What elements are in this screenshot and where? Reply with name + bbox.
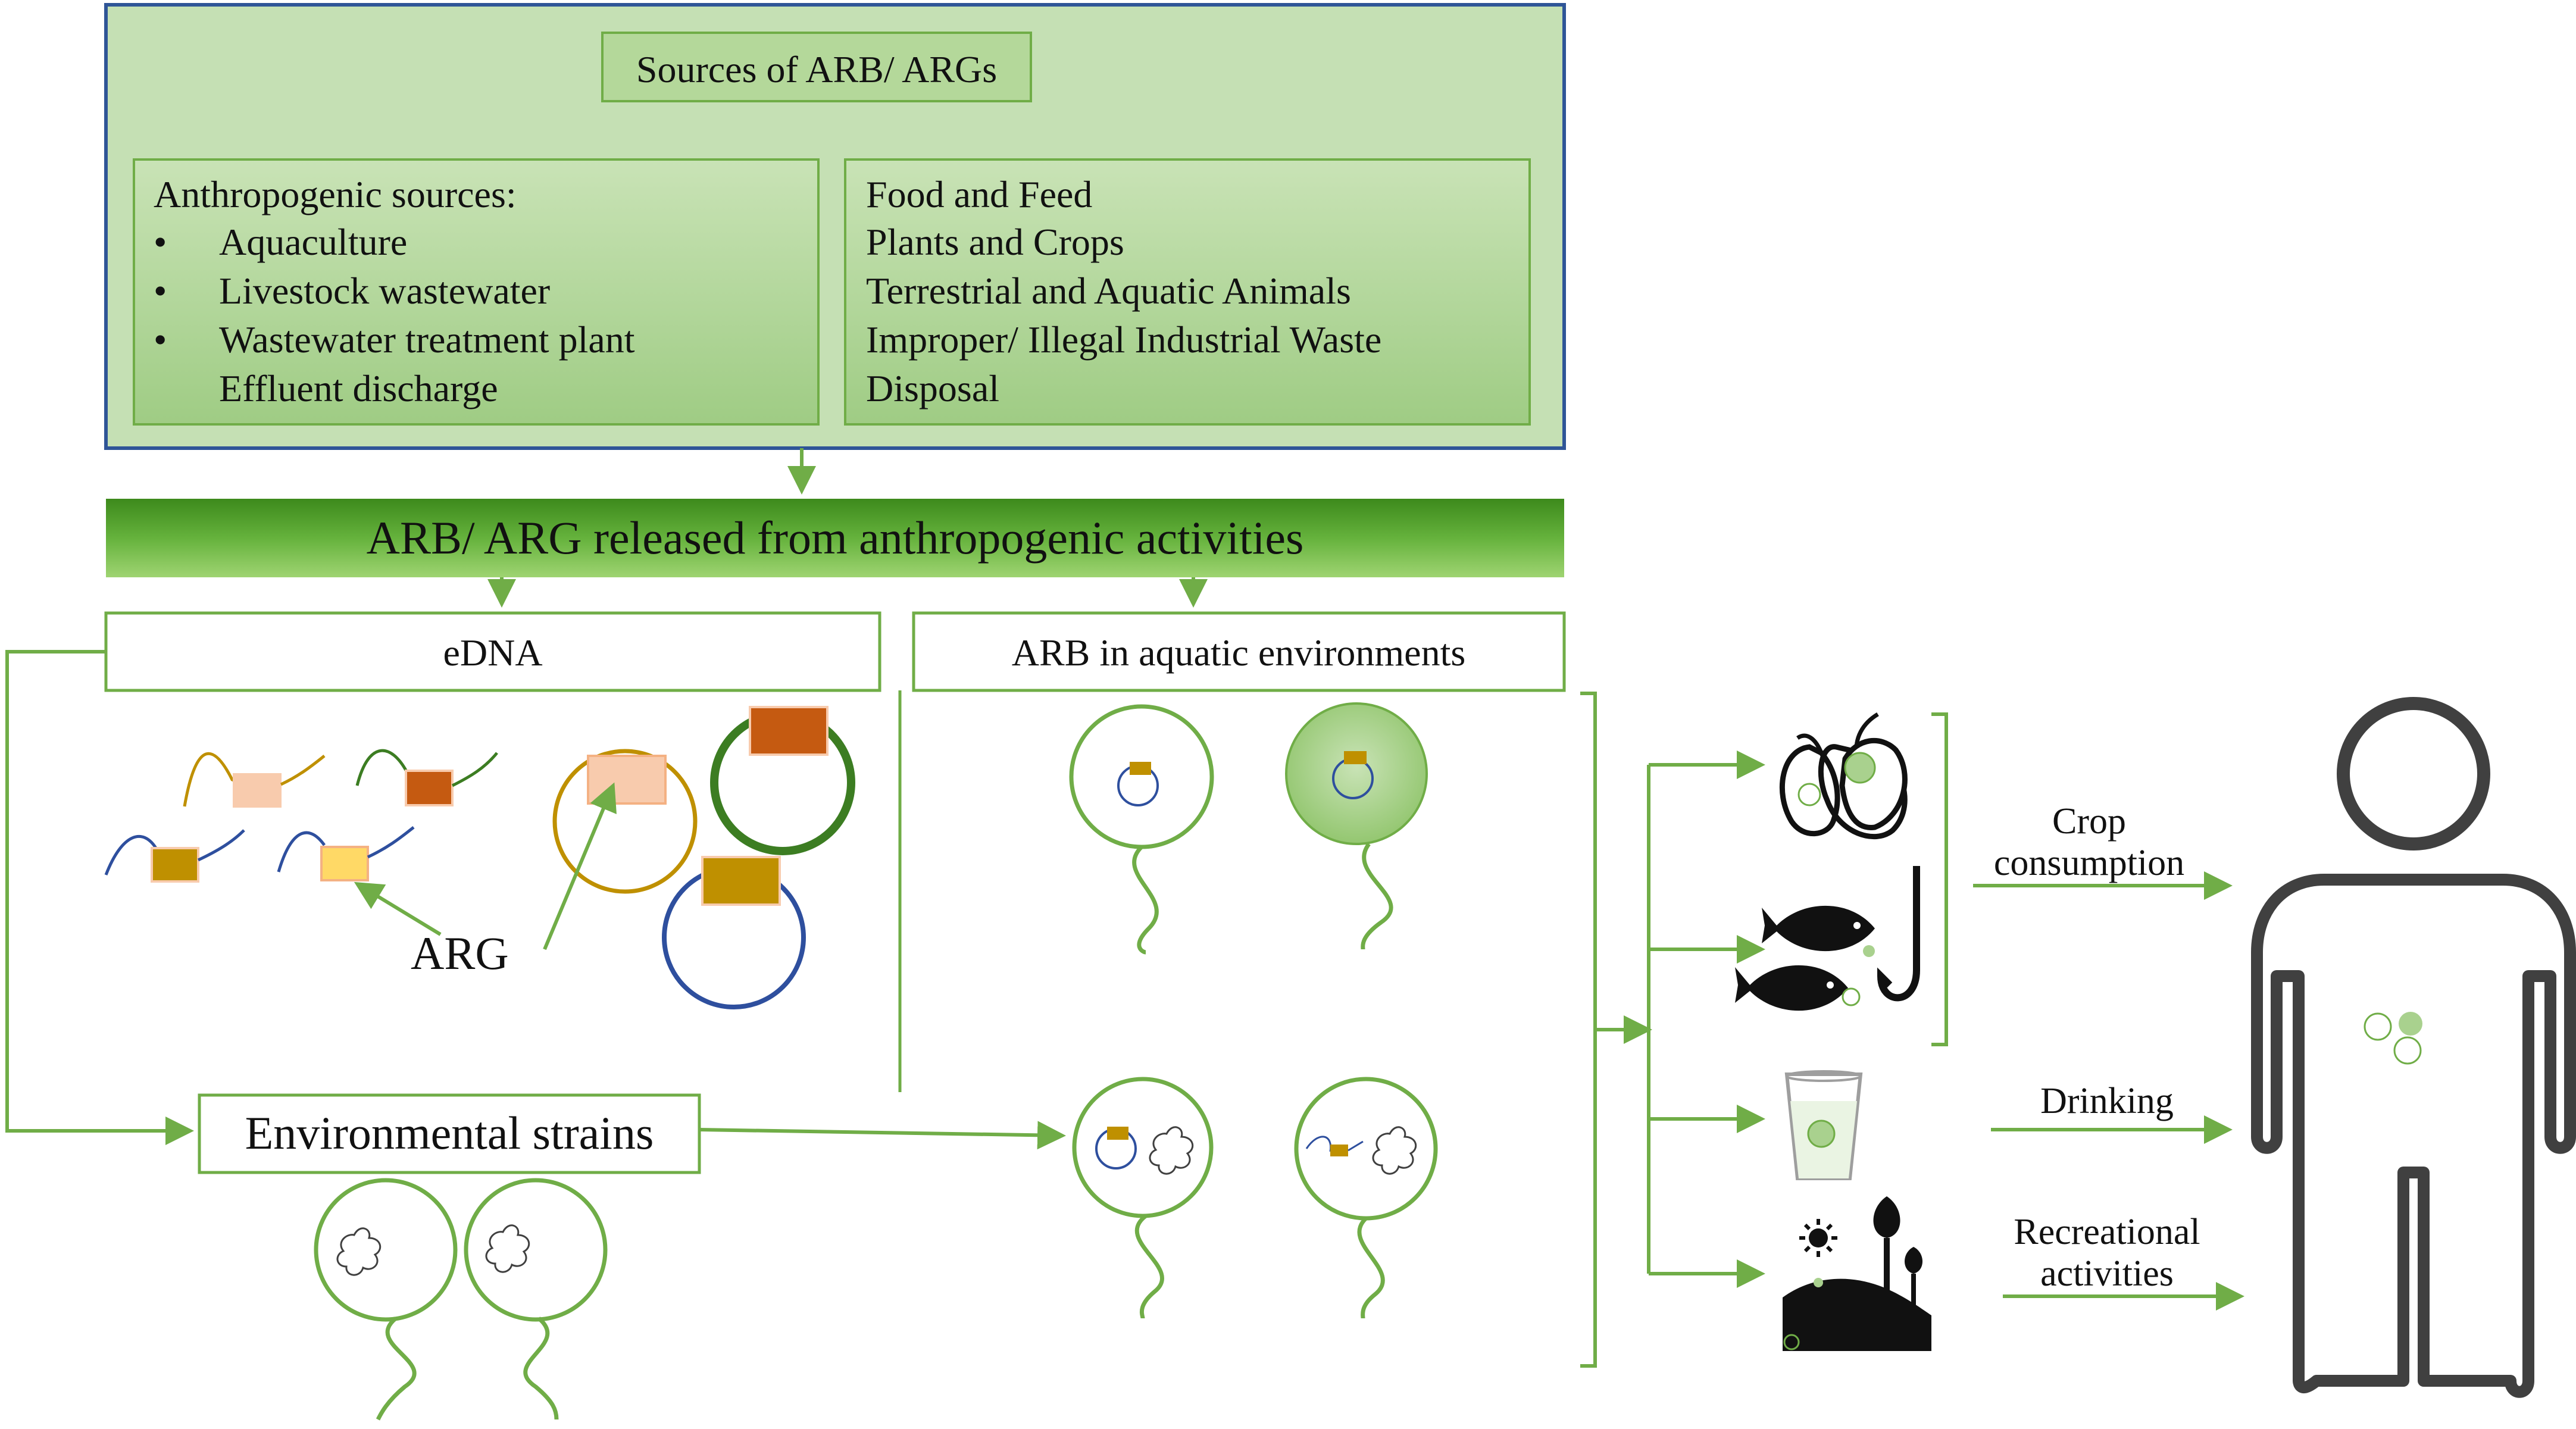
arrow-strains-to-aquatic — [699, 1121, 1066, 1150]
source-plants-crops: Plants and Crops — [866, 221, 1124, 263]
sources-panel: Sources of ARB/ ARGs Anthropogenic sourc… — [104, 3, 1566, 450]
aquatic-bacteria — [1069, 702, 1438, 1319]
edna-box — [104, 611, 881, 692]
water-glass-icon — [1784, 1070, 1863, 1180]
strains-label: Environmental strains — [245, 1107, 654, 1159]
plasmid-blue — [662, 856, 806, 1009]
release-banner: ARB/ ARG released from anthropogenic act… — [106, 499, 1564, 577]
source-industrial-waste: Improper/ Illegal Industrial Waste — [866, 318, 1381, 361]
source-food-feed: Food and Feed — [866, 173, 1092, 215]
fish-hook-icon — [1735, 866, 1920, 1011]
sources-title-box — [601, 32, 1032, 102]
anthropogenic-box — [133, 158, 820, 426]
edna-fragments: ARG — [104, 706, 855, 1009]
bullet-3: • — [154, 318, 167, 361]
crop-label-1: Crop — [2052, 801, 2126, 842]
source-aquaculture: Aquaculture — [219, 221, 407, 263]
plasmid-green — [710, 706, 855, 855]
edna-section: eDNA — [104, 611, 881, 692]
source-livestock: Livestock wastewater — [219, 270, 550, 312]
source-animals: Terrestrial and Aquatic Animals — [866, 270, 1351, 312]
food-bracket — [1931, 712, 1948, 1046]
bullet-1: • — [154, 221, 167, 263]
banner-bar — [106, 499, 1564, 577]
dna-fragment-4 — [277, 826, 415, 881]
human-icon — [2251, 697, 2576, 1398]
dna-fragment-1 — [183, 752, 326, 808]
arg-pointer-plasmid — [543, 782, 617, 950]
anthropogenic-heading: Anthropogenic sources: — [154, 173, 517, 215]
bacterium-plasmid-2 — [1285, 702, 1428, 950]
aquatic-label: ARB in aquatic environments — [1012, 631, 1466, 674]
dna-fragment-3 — [104, 829, 245, 883]
bacterium-plasmid-1 — [1069, 704, 1214, 955]
crop-label-2: consumption — [1994, 843, 2184, 883]
source-wwtp: Wastewater treatment plant — [219, 318, 635, 361]
bacterium-edna-chromosome — [1294, 1077, 1438, 1319]
recreational-label-1: Recreational — [2014, 1212, 2200, 1252]
bullet-2: • — [154, 270, 167, 312]
connector-edna-to-strains — [5, 650, 194, 1145]
big-bracket — [1580, 692, 1597, 1368]
sources-title: Sources of ARB/ ARGs — [636, 48, 997, 90]
recreational-label-2: activities — [2040, 1253, 2174, 1294]
source-disposal: Disposal — [866, 367, 999, 409]
strain-bacterium-1 — [314, 1178, 458, 1421]
exposure-routes: Crop consumption Drinking Recreational a… — [1580, 692, 2244, 1368]
aquatic-section: ARB in aquatic environments — [912, 611, 1566, 692]
arg-pointer-fragment — [354, 881, 442, 936]
human-head — [2337, 697, 2490, 850]
strains-box — [198, 1093, 701, 1174]
arg-label: ARG — [411, 927, 509, 979]
aquatic-box — [912, 611, 1566, 692]
banner-text: ARB/ ARG released from anthropogenic act… — [367, 512, 1304, 564]
plasmid-gold — [552, 749, 698, 894]
strains-section: Environmental strains — [198, 1093, 1066, 1421]
fruit-vegetable-icon — [1779, 712, 1908, 840]
drinking-label: Drinking — [2040, 1081, 2174, 1121]
human-body — [2251, 874, 2576, 1398]
dna-fragment-2 — [355, 749, 498, 806]
strain-bacterium-2 — [464, 1178, 608, 1420]
bacterium-plasmid-chromosome — [1072, 1077, 1214, 1319]
source-effluent: Effluent discharge — [219, 367, 498, 409]
edna-label: eDNA — [443, 631, 542, 674]
landscape-icon — [1783, 1196, 1931, 1351]
other-sources-box — [844, 158, 1531, 426]
